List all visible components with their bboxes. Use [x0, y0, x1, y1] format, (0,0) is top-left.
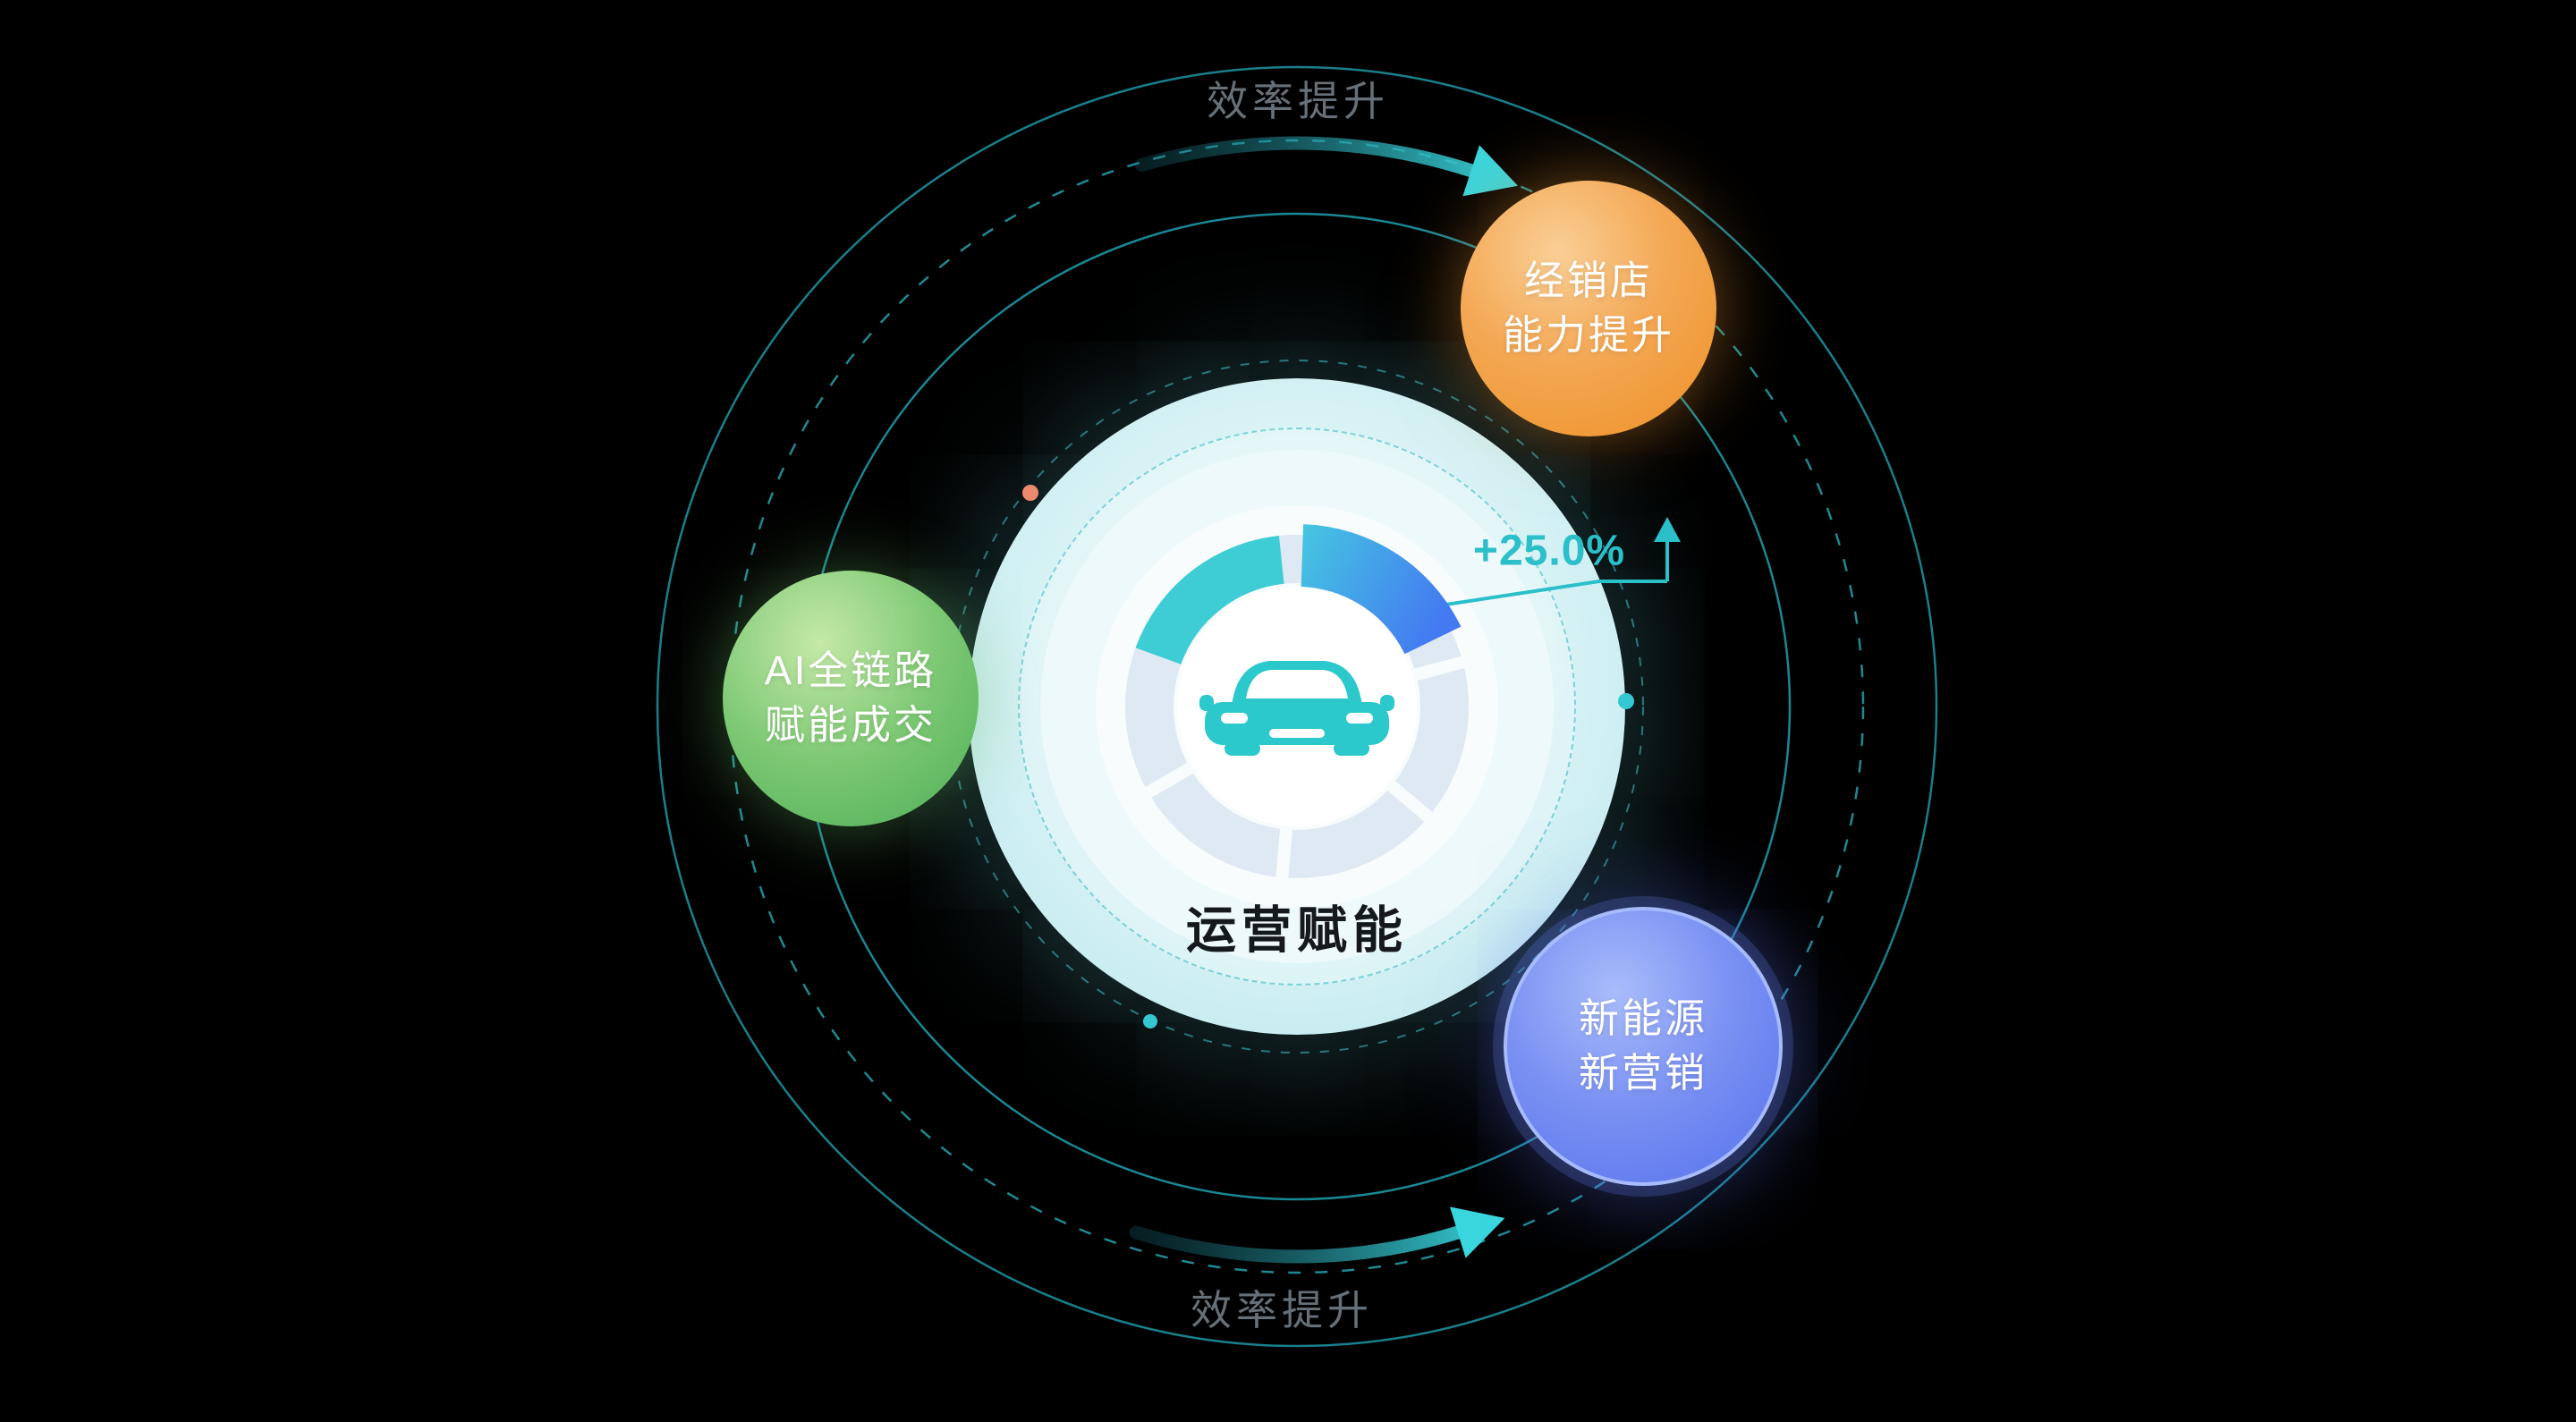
efficiency-arrow-top-icon [1134, 136, 1518, 197]
bubble-ev: 新能源 新营销 [1504, 907, 1783, 1186]
metric-up-arrow-icon [1654, 517, 1681, 542]
center-label: 运营赋能 [1186, 901, 1408, 959]
metric-callout-line [1421, 535, 1669, 610]
bubble-ai-line1: AI全链路 [764, 648, 937, 694]
gauge-active-arc-teal [1135, 536, 1285, 665]
orbit-label-top: 效率提升 [1207, 78, 1389, 124]
bubble-ev-line2: 新营销 [1578, 1050, 1707, 1096]
accent-dot-bottom [1143, 1014, 1157, 1028]
ring-outer [656, 65, 1938, 1348]
bubble-dealer-line1: 经销店 [1523, 258, 1653, 304]
accent-dot-orange [1022, 485, 1038, 501]
orbit-label-bottom: 效率提升 [1191, 1287, 1373, 1333]
gauge-active-arc-blue [1300, 524, 1462, 656]
bubble-ai-line2: 赋能成交 [764, 702, 936, 748]
metric-value: +25.0% [1472, 527, 1626, 575]
efficiency-arrow-bottom-icon [1129, 1206, 1505, 1264]
bubble-ai: AI全链路 赋能成交 [723, 571, 979, 826]
bubble-ev-line1: 新能源 [1578, 995, 1707, 1042]
gauge-ring [1125, 535, 1472, 885]
bubble-dealer-line2: 能力提升 [1502, 312, 1674, 358]
accent-dot-right [1618, 693, 1634, 709]
bubble-dealer: 经销店 能力提升 [1461, 181, 1716, 436]
car-icon [1199, 661, 1394, 756]
